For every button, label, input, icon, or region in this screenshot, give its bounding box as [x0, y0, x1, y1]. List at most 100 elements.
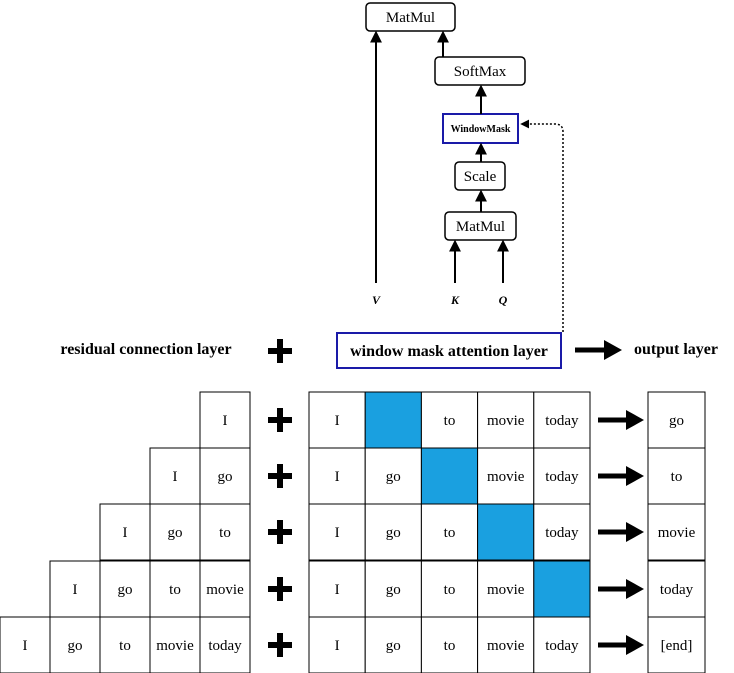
attention-cell-text: I: [335, 413, 340, 429]
attention-cell-text: movie: [487, 413, 525, 429]
right-arrow-icon: [598, 466, 644, 486]
residual-cell-text: I: [73, 582, 78, 598]
attention-cell: [420, 560, 479, 618]
residual-cell: [0, 616, 51, 673]
residual-cell-text: go: [218, 469, 233, 485]
output-cell: [647, 616, 706, 673]
attention-block-diagram: MatMul SoftMax WindowMask Scale MatMul V…: [365, 2, 564, 332]
attention-cell: [533, 616, 591, 673]
attention-cell-text: I: [335, 582, 340, 598]
residual-cell: [199, 560, 251, 618]
attention-cell: [308, 616, 366, 673]
attention-cell-text: go: [386, 638, 401, 654]
residual-cell-text: I: [23, 638, 28, 654]
residual-cell: [149, 560, 201, 618]
attention-cell-masked: [420, 447, 479, 505]
plus-icon: [268, 633, 292, 657]
residual-cell-text: to: [119, 638, 131, 654]
v-label: V: [372, 293, 381, 307]
attention-cell: [308, 503, 366, 561]
residual-cell-text: today: [208, 638, 242, 654]
residual-cell: [199, 616, 251, 673]
residual-cell-text: go: [168, 525, 183, 541]
output-cell-text: movie: [658, 525, 696, 541]
layer-header: residual connection layer window mask at…: [60, 332, 718, 369]
residual-cell: [99, 503, 151, 561]
right-arrow-icon: [598, 635, 644, 655]
attention-cell: [477, 616, 535, 673]
attention-cell-text: I: [335, 638, 340, 654]
plus-icon: [268, 520, 292, 544]
attention-layer-box: [336, 332, 562, 369]
attention-cell-text: today: [545, 638, 579, 654]
top-matmul-label: MatMul: [386, 10, 435, 26]
residual-cell-text: to: [219, 525, 231, 541]
residual-cell: [199, 503, 251, 561]
residual-cell-text: movie: [206, 582, 244, 598]
attention-cell-text: to: [444, 413, 456, 429]
residual-cell: [149, 447, 201, 505]
attention-cell-text: to: [444, 638, 456, 654]
residual-cell: [149, 616, 201, 673]
attention-layer-label: window mask attention layer: [350, 343, 548, 360]
residual-cell: [149, 503, 201, 561]
output-cell-text: to: [671, 469, 683, 485]
attention-cell-masked: [364, 391, 422, 449]
residual-cell-text: I: [123, 525, 128, 541]
attention-cell: [364, 616, 422, 673]
residual-cell: [199, 391, 251, 449]
attention-cell: [533, 391, 591, 449]
output-cell-text: go: [669, 413, 684, 429]
output-cell: [647, 447, 706, 505]
attention-cell-text: movie: [487, 469, 525, 485]
right-arrow-icon: [598, 410, 644, 430]
bottom-matmul-label: MatMul: [456, 219, 505, 235]
top-matmul-box: [365, 2, 456, 32]
attention-cell: [420, 391, 479, 449]
attention-cell-text: to: [444, 582, 456, 598]
attention-cell: [364, 447, 422, 505]
attention-cell-text: to: [444, 525, 456, 541]
output-cell: [647, 560, 706, 618]
residual-cell-text: to: [169, 582, 181, 598]
plus-icon: [268, 339, 292, 363]
right-arrow-icon: [575, 340, 622, 360]
residual-cell-text: I: [173, 469, 178, 485]
residual-cell: [49, 616, 101, 673]
attention-cell-text: I: [335, 469, 340, 485]
window-mask-label: WindowMask: [451, 124, 511, 135]
output-layer-label: output layer: [634, 341, 718, 358]
plus-icon: [268, 408, 292, 432]
residual-cell-text: go: [68, 638, 83, 654]
attention-cell-text: I: [335, 525, 340, 541]
attention-cell: [533, 503, 591, 561]
attention-cell: [364, 503, 422, 561]
attention-cell-text: go: [386, 469, 401, 485]
attention-cell-text: today: [545, 525, 579, 541]
plus-icon: [268, 464, 292, 488]
attention-cell-masked: [477, 503, 535, 561]
attention-cell-text: go: [386, 525, 401, 541]
attention-cell: [533, 447, 591, 505]
attention-cell-text: movie: [487, 582, 525, 598]
right-arrow-icon: [598, 522, 644, 542]
attention-cell: [477, 447, 535, 505]
residual-cell-text: go: [118, 582, 133, 598]
residual-connection-label: residual connection layer: [60, 341, 231, 358]
plus-icon: [268, 577, 292, 601]
residual-cell-text: movie: [156, 638, 194, 654]
k-label: K: [450, 293, 460, 307]
attention-cell-text: go: [386, 582, 401, 598]
output-cell-text: [end]: [661, 638, 693, 654]
attention-cell-text: today: [545, 469, 579, 485]
attention-cell-masked: [533, 560, 591, 618]
softmax-label: SoftMax: [454, 64, 507, 80]
residual-cell-text: I: [223, 413, 228, 429]
output-cell: [647, 503, 706, 561]
